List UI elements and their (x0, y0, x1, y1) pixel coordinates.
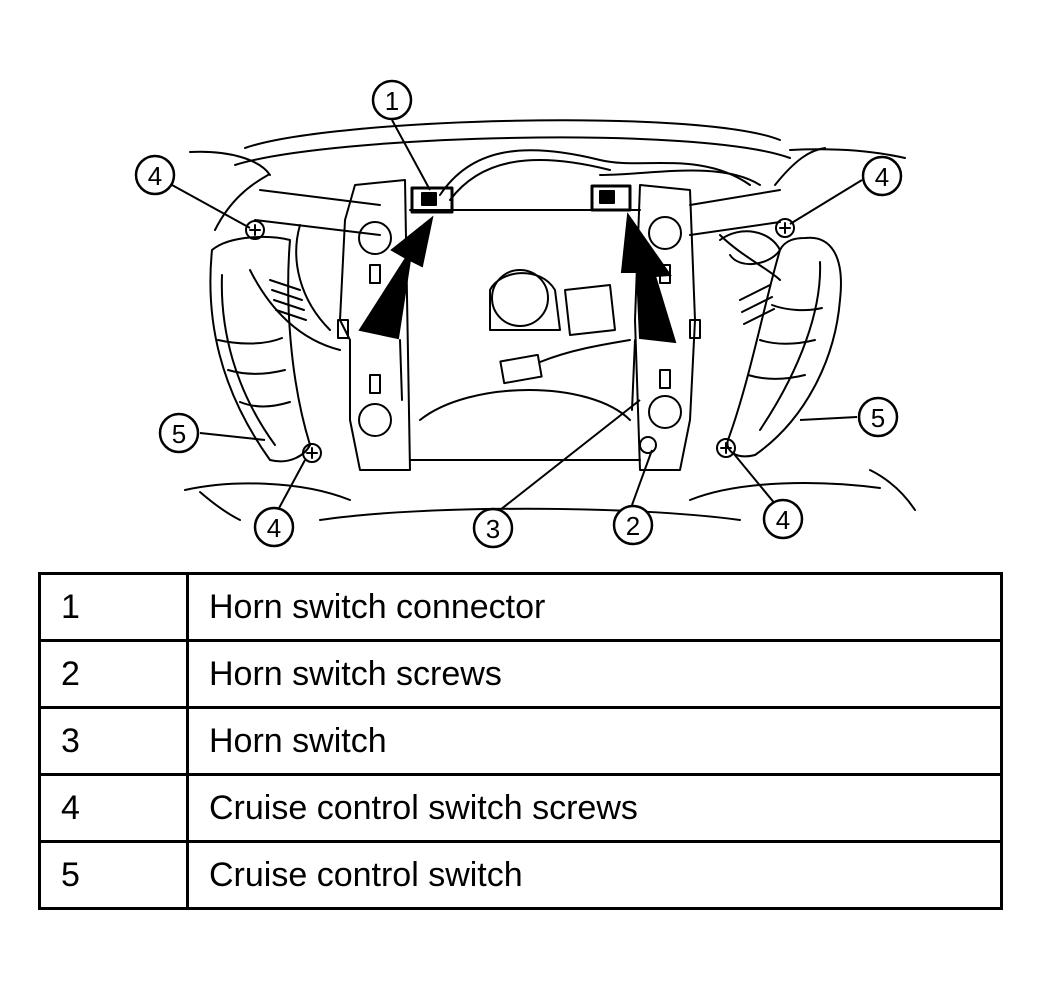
right-spoke (689, 189, 781, 281)
legend-number: 1 (38, 572, 189, 642)
callout-3-label: 3 (486, 514, 500, 544)
steering-wheel-rim (184, 119, 916, 521)
screw-upper-left (245, 220, 265, 240)
callout-1-circle (371, 79, 413, 121)
callout-4-upper-right-label: 4 (875, 162, 889, 192)
right-cruise-control-switch (726, 147, 842, 458)
callout-5-left-label: 5 (172, 419, 186, 449)
legend-label: Horn switch connector (186, 572, 1003, 642)
legend-row: 4 Cruise control switch screws (38, 773, 1003, 843)
legend-row: 1 Horn switch connector (38, 572, 1003, 642)
legend-label: Horn switch (186, 706, 1003, 776)
callout-4-lower-right-label: 4 (776, 505, 790, 535)
left-cruise-control-switch (209, 174, 311, 463)
callout-1-label: 1 (385, 86, 399, 116)
left-spoke (249, 189, 381, 351)
arrow-left-icon (358, 215, 434, 340)
callout-5-right-circle (857, 396, 899, 438)
legend-number: 2 (38, 639, 189, 709)
legend-number: 4 (38, 773, 189, 843)
legend-label: Horn switch screws (186, 639, 1003, 709)
callout-4-lower-left-circle (253, 506, 295, 548)
legend-number: 5 (38, 840, 189, 910)
callout-5-left-circle (158, 412, 200, 454)
legend-row: 3 Horn switch (38, 706, 1003, 776)
arrow-right-icon (620, 212, 677, 344)
legend-row: 5 Cruise control switch (38, 840, 1003, 910)
legend-row: 2 Horn switch screws (38, 639, 1003, 709)
legend-label: Cruise control switch (186, 840, 1003, 910)
screw-horn-lower (639, 436, 657, 454)
wiring-harness (439, 149, 781, 266)
horn-switch-connector-right (590, 184, 632, 212)
screw-lower-left (302, 443, 322, 463)
callout-4-upper-left-label: 4 (148, 161, 162, 191)
callout-4-lower-right-circle (762, 498, 804, 540)
legend-number: 3 (38, 706, 189, 776)
callout-5-right-label: 5 (871, 403, 885, 433)
screw-lower-right (716, 438, 736, 458)
wheel-hub (409, 209, 641, 461)
callout-2-circle (612, 504, 654, 546)
callout-4-upper-right-circle (861, 155, 903, 197)
callout-3-circle (472, 507, 514, 549)
callout-4-lower-left-label: 4 (267, 513, 281, 543)
callout-4-upper-left-circle (134, 154, 176, 196)
legend-label: Cruise control switch screws (186, 773, 1003, 843)
horn-switch-connector-left (410, 186, 454, 214)
screw-upper-right (775, 218, 795, 238)
steering-wheel-diagram: 1 4 4 5 5 4 4 3 2 (134, 79, 916, 549)
callout-2-label: 2 (626, 511, 640, 541)
legend-table: 1 Horn switch connector 2 Horn switch sc… (38, 572, 1003, 910)
